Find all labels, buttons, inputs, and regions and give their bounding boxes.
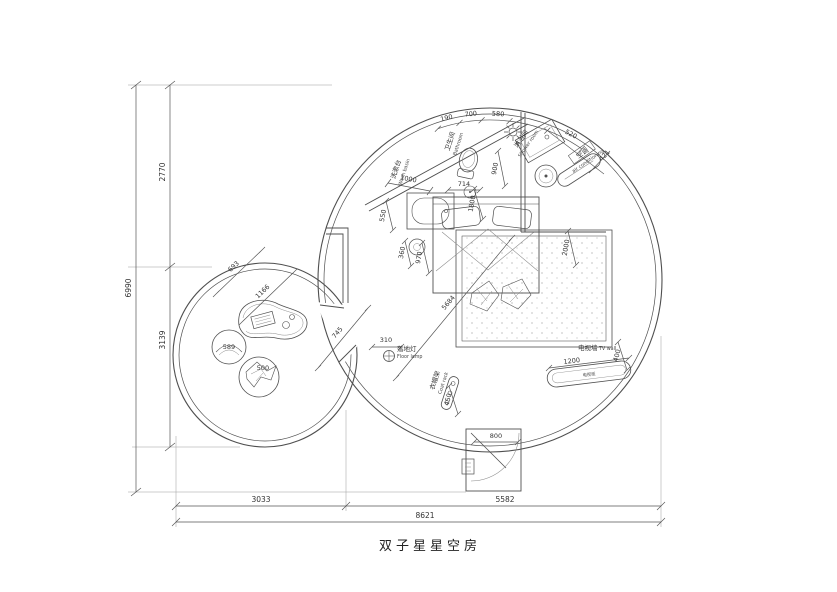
- rug: [455, 229, 613, 348]
- dim-5684: 5684: [440, 294, 457, 312]
- dim-width-left: 3033: [251, 495, 270, 504]
- tv-cabinet-label: 电视柜: [582, 370, 597, 379]
- dim-height-lower: 3139: [158, 330, 167, 349]
- dim-900: 900: [490, 162, 500, 176]
- dim-width-right: 5582: [495, 495, 514, 504]
- dimension-texts: 6990 2770 3139 8621 3033 5582 190 700 58…: [124, 109, 623, 520]
- dim-360: 360: [397, 246, 407, 260]
- coat-rack-label: 衣帽架 Coat rack: [427, 369, 450, 395]
- dim-1166: 1166: [254, 283, 271, 300]
- floor-lamp-label: 落地灯 Floor lamp: [397, 344, 422, 360]
- svg-text:Floor lamp: Floor lamp: [397, 354, 422, 360]
- shower-enclosure: [514, 118, 566, 164]
- dim-400: 400: [612, 348, 623, 362]
- dim-310: 310: [380, 336, 392, 344]
- circle-junction: [316, 227, 359, 366]
- interior-walls: [364, 112, 606, 233]
- dim-580: 580: [492, 110, 505, 119]
- pillow: [492, 205, 532, 230]
- blanket-folds: [435, 228, 539, 272]
- svg-text:空调: 空调: [574, 145, 590, 160]
- dim-970: 970: [414, 251, 424, 265]
- dim-693: 693: [226, 259, 240, 273]
- dim-190: 190: [440, 113, 454, 124]
- dim-2000: 2000: [561, 239, 572, 257]
- dim-height-upper: 2770: [158, 162, 167, 181]
- dim-height-total: 6990: [124, 278, 133, 297]
- dim-1000: 1000: [399, 174, 417, 185]
- svg-text:落地灯: 落地灯: [397, 344, 417, 353]
- dim-700: 700: [464, 109, 477, 118]
- nightstand: [408, 238, 426, 256]
- tv-wall-label: 电视墙 TV wall: [578, 343, 616, 352]
- svg-text:电视墙: 电视墙: [578, 343, 598, 352]
- dim-714: 714: [458, 180, 470, 188]
- floor-lamp: [383, 350, 395, 362]
- ac-unit: [557, 153, 601, 187]
- small-circle-wall: [172, 262, 358, 448]
- dim-589: 589: [223, 343, 235, 351]
- dim-width-total: 8621: [415, 511, 434, 520]
- washbasin: [406, 192, 455, 230]
- dim-800: 800: [490, 432, 502, 440]
- tray: [250, 310, 276, 330]
- dim-450: 450: [443, 392, 454, 406]
- armchair: [211, 329, 247, 365]
- showerhead-icon: [504, 123, 522, 141]
- round-table: [238, 299, 308, 340]
- floor-cushions: [469, 278, 532, 312]
- toilet: [456, 147, 478, 180]
- dim-1800: 1800: [467, 195, 478, 213]
- floor-drain: [463, 185, 477, 199]
- door-control-panel: [461, 458, 475, 475]
- dim-500: 500: [257, 364, 269, 372]
- dim-1200: 1200: [563, 356, 580, 366]
- beanbag-chair: [238, 356, 280, 398]
- pillow: [441, 205, 481, 230]
- wall-notch: [326, 227, 349, 303]
- tv-cabinet: 电视柜: [546, 360, 632, 388]
- drawing-title: 双子星星空房: [379, 538, 481, 554]
- svg-text:TV wall: TV wall: [598, 346, 616, 352]
- dimension-lines: [130, 80, 666, 527]
- dim-550: 550: [378, 209, 388, 223]
- stool: [534, 164, 558, 188]
